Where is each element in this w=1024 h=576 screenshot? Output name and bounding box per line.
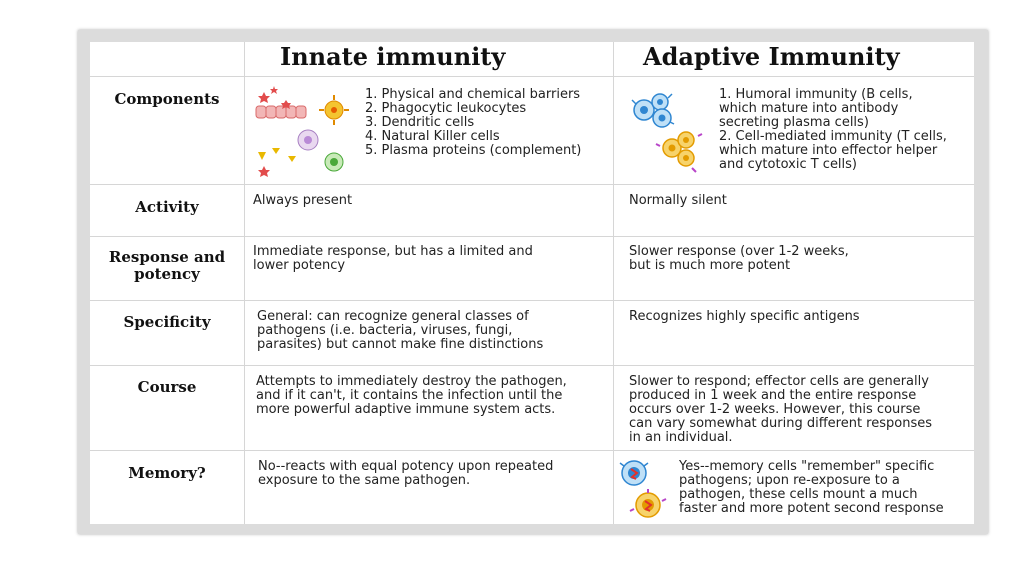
row-label-memory: Memory? [128,464,206,482]
row-divider [90,184,974,185]
components-adaptive-line: 1. Humoral immunity (B cells, [719,87,913,102]
memory-adaptive-line: pathogen, these cells mount a much [679,487,918,502]
header-adaptive: Adaptive Immunity [643,42,900,71]
column-divider [613,42,614,524]
memory-adaptive-line: Yes--memory cells "remember" specific [679,459,935,474]
memory-adaptive-line: faster and more potent second response [679,501,944,516]
components-adaptive-line: and cytotoxic T cells) [719,157,858,172]
course-adaptive-line: produced in 1 week and the entire respon… [629,388,917,403]
response-innate-line: lower potency [253,258,346,273]
course-adaptive-line: Slower to respond; effector cells are ge… [629,374,929,389]
components-innate-item: 3. Dendritic cells [365,115,475,130]
row-divider [90,300,974,301]
row-label-activity: Activity [135,198,199,216]
response-innate-line: Immediate response, but has a limited an… [253,244,533,259]
course-adaptive-line: in an individual. [629,430,733,445]
row-divider [90,450,974,451]
activity-innate: Always present [253,193,353,208]
course-innate-line: and if it can't, it contains the infecti… [256,388,563,403]
components-adaptive-line: secreting plasma cells) [719,115,869,130]
components-adaptive-line: 2. Cell-mediated immunity (T cells, [719,129,947,144]
specificity-innate-line: parasites) but cannot make fine distinct… [257,337,544,352]
header-innate: Innate immunity [280,42,506,71]
memory-cells-illustration [619,460,667,518]
memory-adaptive-line: pathogens; upon re-exposure to a [679,473,900,488]
components-adaptive-line: which mature into antibody [719,101,899,116]
memory-innate-line: No--reacts with equal potency upon repea… [258,459,554,474]
components-innate-item: 5. Plasma proteins (complement) [365,143,582,158]
components-innate-item: 1. Physical and chemical barriers [365,87,581,102]
specificity-adaptive: Recognizes highly specific antigens [629,309,860,324]
row-divider [90,236,974,237]
lymphocytes-illustration [631,93,703,173]
course-innate-line: more powerful adaptive immune system act… [256,402,556,417]
response-adaptive-line: but is much more potent [629,258,791,273]
row-label-response-line2: potency [134,265,200,283]
row-label-components: Components [114,90,220,108]
specificity-innate-line: General: can recognize general classes o… [257,309,529,324]
response-adaptive-line: Slower response (over 1-2 weeks, [629,244,849,259]
comparison-table: Innate immunity Adaptive Immunity Compon… [90,42,974,524]
column-divider [244,42,245,524]
activity-adaptive: Normally silent [629,193,727,208]
row-label-specificity: Specificity [123,313,211,331]
row-divider [90,365,974,366]
course-innate-line: Attempts to immediately destroy the path… [256,374,567,389]
innate-cells-illustration [255,86,349,177]
components-adaptive-line: which mature into effector helper [719,143,938,158]
specificity-innate-line: pathogens (i.e. bacteria, viruses, fungi… [257,323,513,338]
components-innate-item: 2. Phagocytic leukocytes [365,101,527,116]
components-innate-item: 4. Natural Killer cells [365,129,500,144]
course-adaptive-line: occurs over 1-2 weeks. However, this cou… [629,402,921,417]
row-divider [90,76,974,77]
memory-innate-line: exposure to the same pathogen. [258,473,471,488]
row-label-response: Response and [108,248,226,266]
course-adaptive-line: can vary somewhat during different respo… [629,416,933,431]
row-label-course: Course [137,378,197,396]
